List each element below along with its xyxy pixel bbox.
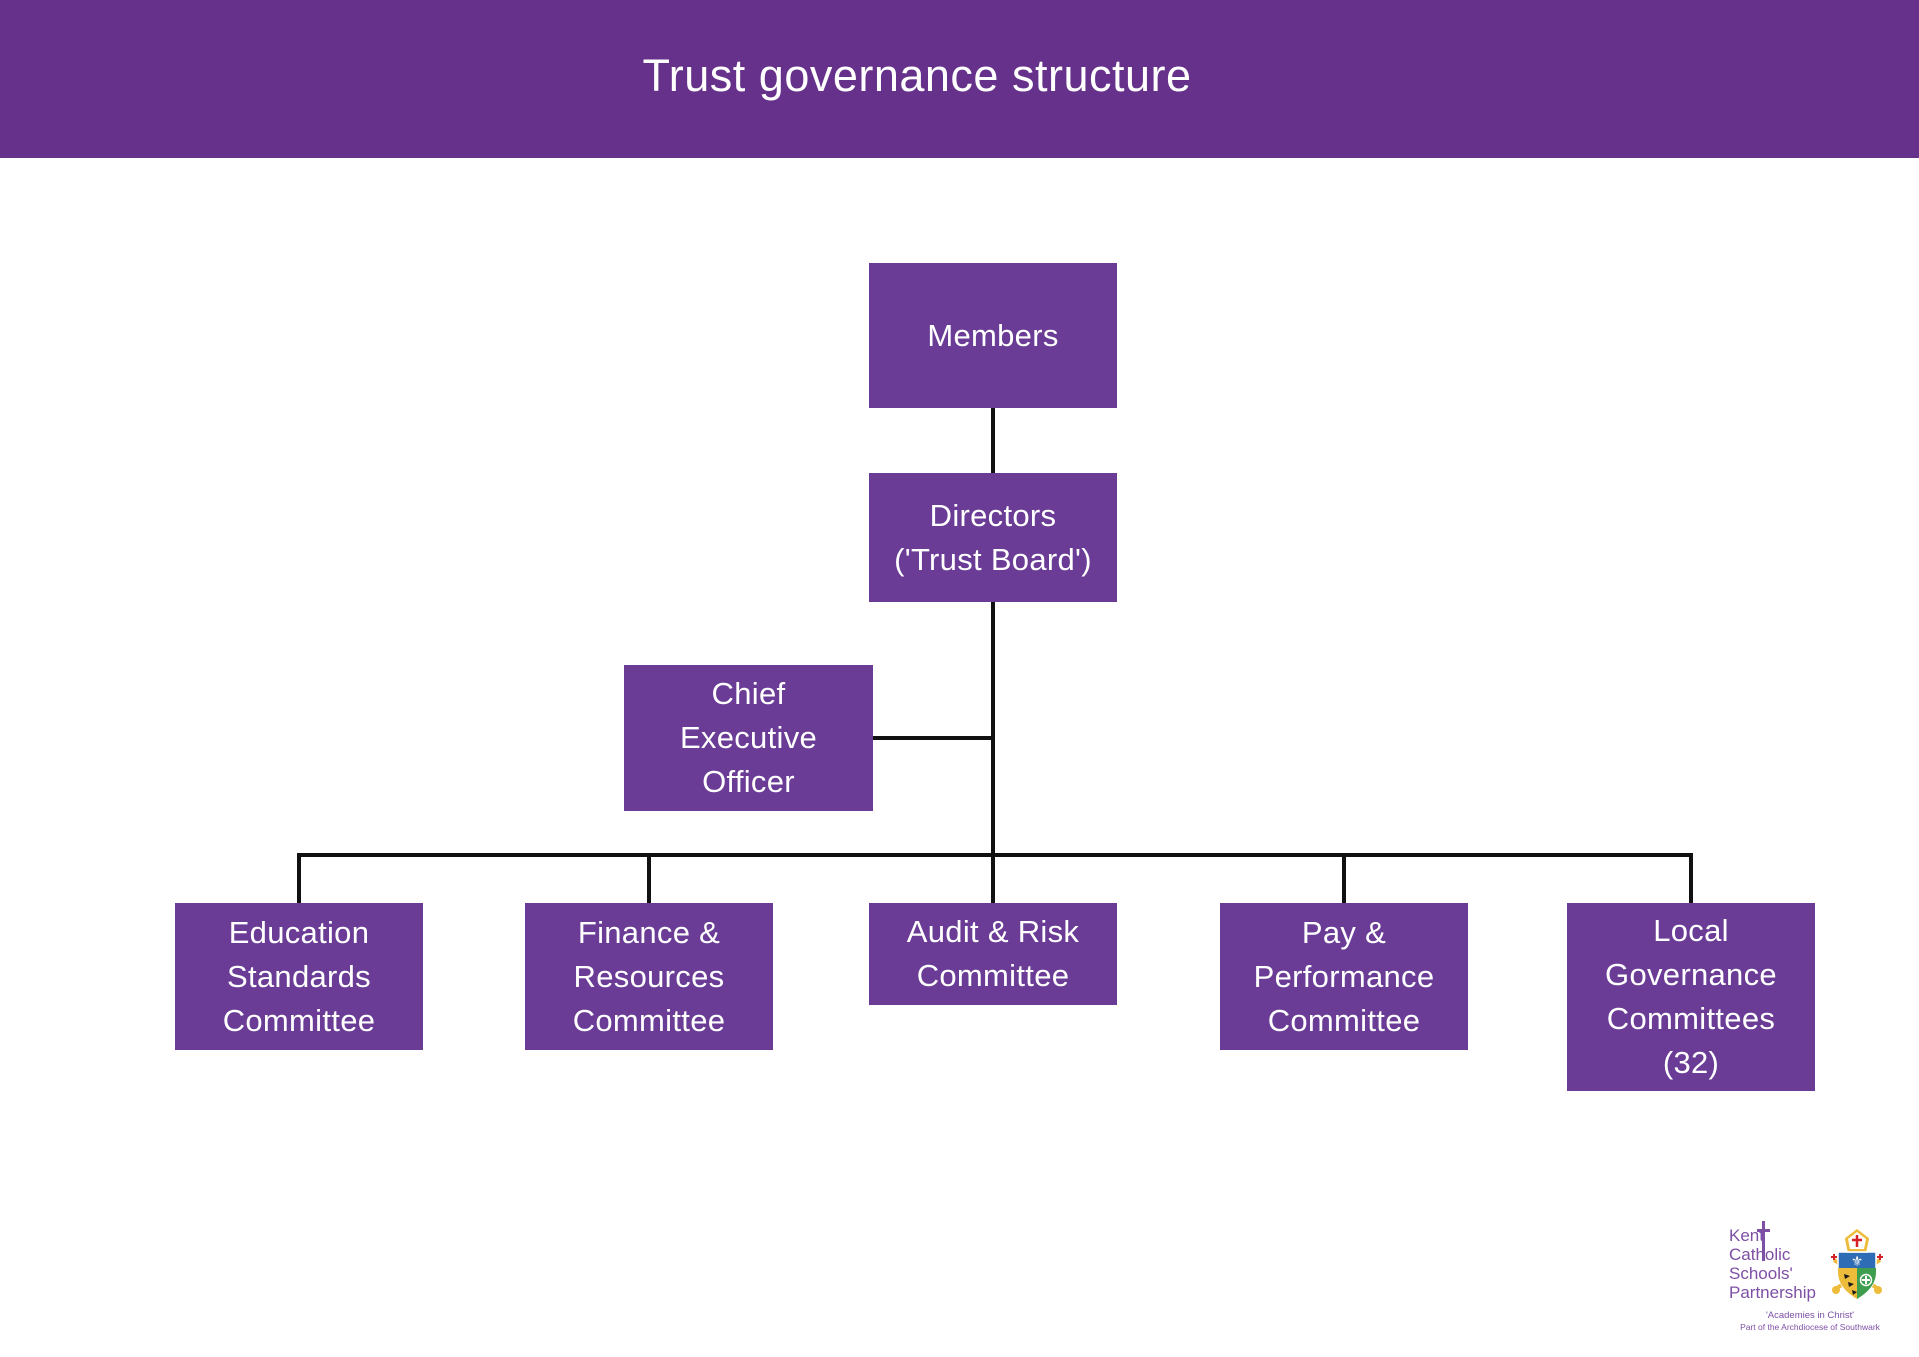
svg-text:⚜: ⚜ [1851,1254,1864,1270]
node-members: Members [869,263,1117,408]
node-pay-performance-committee: Pay & Performance Committee [1220,903,1468,1050]
node-education-standards-committee: Education Standards Committee [175,903,423,1050]
node-local-governance-committees: Local Governance Committees (32) [1567,903,1815,1091]
connector-drop-education [297,853,301,903]
connector-ceo-branch [873,736,995,740]
page-title: Trust governance structure [642,50,1192,101]
node-chief-executive-officer: Chief Executive Officer [624,665,873,811]
connector-committees-rail [297,853,1693,857]
connector-members-directors [991,408,995,473]
logo-tagline-archdiocese: Part of the Archdiocese of Southwark [1740,1322,1880,1332]
kcsp-logo: Kent Catholic Schools' Partnership ⚜ [1700,1218,1919,1348]
connector-directors-trunk [991,602,995,903]
node-directors-trust-board: Directors ('Trust Board') [869,473,1117,602]
node-audit-risk-committee: Audit & Risk Committee [869,903,1117,1005]
connector-drop-finance [647,853,651,903]
kcsp-logo-wordmark: Kent Catholic Schools' Partnership [1729,1226,1816,1302]
node-finance-resources-committee: Finance & Resources Committee [525,903,773,1050]
header-banner: Trust governance structure [0,0,1919,158]
connector-drop-local [1689,853,1693,903]
kcsp-crest-icon: ⚜ [1831,1228,1883,1300]
connector-drop-pay [1342,853,1346,903]
logo-tagline-academies: 'Academies in Christ' [1765,1310,1855,1321]
